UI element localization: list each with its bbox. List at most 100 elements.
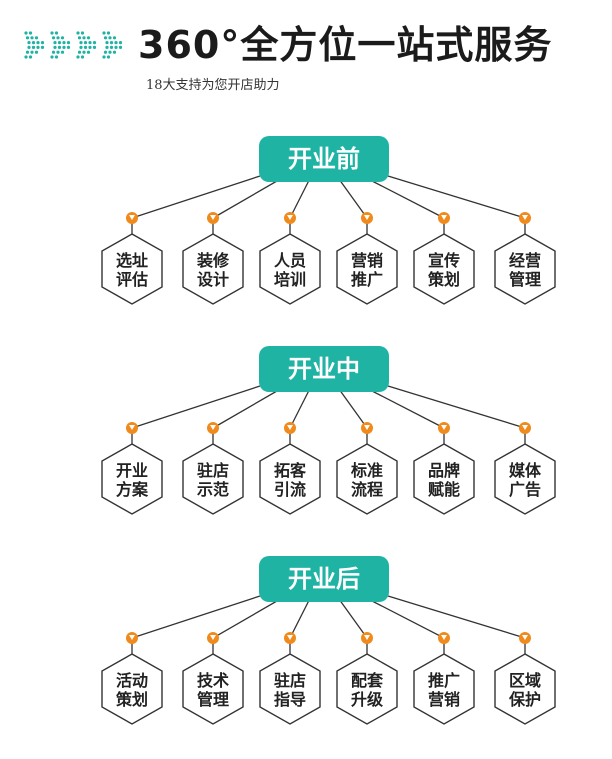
service-node: 选址评估: [100, 232, 164, 306]
header: 360°全方位一站式服务 18大支持为您开店助力: [0, 0, 612, 100]
node-dot-icon: [438, 212, 450, 224]
service-node: 技术管理: [181, 652, 245, 726]
node-dot-icon: [126, 422, 138, 434]
service-name: 驻店指导: [258, 671, 322, 709]
service-name: 品牌赋能: [412, 461, 476, 499]
connector-line: [336, 385, 368, 429]
connector-line: [131, 595, 261, 639]
connector-line: [131, 175, 261, 219]
service-name-line1: 活动: [115, 671, 148, 690]
service-name-line1: 驻店: [273, 671, 306, 690]
service-name: 选址评估: [100, 251, 164, 289]
service-name-line2: 策划: [115, 690, 148, 709]
node-dot-icon: [438, 632, 450, 644]
service-node: 营销推广: [335, 232, 399, 306]
hexagon-shape: [413, 233, 475, 305]
service-node: 驻店指导: [258, 652, 322, 726]
stage-label: 开业中: [259, 346, 389, 392]
service-node: 区域保护: [493, 652, 557, 726]
hexagon-shape: [182, 653, 244, 725]
service-node: 宣传策划: [412, 232, 476, 306]
hexagon-shape: [101, 233, 163, 305]
service-name-line1: 装修: [196, 251, 229, 270]
connector-line: [289, 175, 312, 219]
service-name: 营销推广: [335, 251, 399, 289]
node-dot-icon: [207, 632, 219, 644]
page-title: 360°全方位一站式服务: [138, 23, 553, 67]
node-dot-icon: [207, 212, 219, 224]
section-1: 开业前选址评估装修设计人员培训营销推广宣传策划经营管理: [0, 136, 612, 336]
hexagon-shape: [101, 653, 163, 725]
node-dot-icon: [361, 212, 373, 224]
service-name: 标准流程: [335, 461, 399, 499]
service-name: 区域保护: [493, 671, 557, 709]
service-name: 配套升级: [335, 671, 399, 709]
service-node: 推广营销: [412, 652, 476, 726]
service-name-line2: 评估: [115, 270, 148, 289]
hexagon-shape: [494, 653, 556, 725]
connector-line: [212, 595, 286, 639]
hexagon-shape: [413, 653, 475, 725]
connector-lines: [131, 595, 526, 654]
hexagon-shape: [336, 233, 398, 305]
service-node: 开业方案: [100, 442, 164, 516]
hexagon-shape: [182, 233, 244, 305]
service-name-line2: 策划: [427, 270, 460, 289]
service-name-line1: 推广: [427, 671, 460, 690]
service-name-line2: 营销: [427, 690, 460, 709]
service-node: 配套升级: [335, 652, 399, 726]
connector-line: [362, 385, 445, 429]
node-dot-icon: [361, 632, 373, 644]
service-name-line2: 示范: [196, 480, 229, 499]
service-node: 媒体广告: [493, 442, 557, 516]
service-name-line2: 保护: [508, 690, 541, 709]
service-name-line2: 引流: [273, 480, 306, 499]
node-dot-icon: [284, 422, 296, 434]
stage-label: 开业前: [259, 136, 389, 182]
section-3: 开业后活动策划技术管理驻店指导配套升级推广营销区域保护: [0, 556, 612, 756]
service-node: 装修设计: [181, 232, 245, 306]
connector-line: [131, 385, 261, 429]
connector-line: [336, 595, 368, 639]
service-name-line1: 媒体: [508, 461, 541, 480]
node-dot-icon: [519, 422, 531, 434]
service-name: 媒体广告: [493, 461, 557, 499]
connector-line: [387, 385, 526, 429]
service-name: 技术管理: [181, 671, 245, 709]
service-name: 拓客引流: [258, 461, 322, 499]
connector-lines: [131, 385, 526, 444]
connector-line: [212, 175, 286, 219]
stage-label: 开业后: [259, 556, 389, 602]
hexagon-shape: [336, 653, 398, 725]
node-dot-icon: [519, 632, 531, 644]
service-name-line1: 驻店: [196, 461, 229, 480]
service-name-line1: 品牌: [427, 461, 460, 480]
node-dot-icon: [361, 422, 373, 434]
service-node: 标准流程: [335, 442, 399, 516]
node-dot-icon: [284, 632, 296, 644]
service-name-line1: 人员: [273, 251, 306, 270]
service-node: 经营管理: [493, 232, 557, 306]
service-name: 推广营销: [412, 671, 476, 709]
connector-line: [336, 175, 368, 219]
service-name-line2: 管理: [196, 690, 229, 709]
service-name: 人员培训: [258, 251, 322, 289]
service-name-line1: 配套: [350, 671, 383, 690]
service-name-line1: 经营: [508, 251, 541, 270]
service-name-line2: 流程: [350, 480, 383, 499]
service-name-line2: 设计: [196, 270, 229, 289]
service-name-line1: 技术: [196, 671, 229, 690]
service-name: 驻店示范: [181, 461, 245, 499]
hexagon-shape: [336, 443, 398, 515]
node-dot-icon: [284, 212, 296, 224]
hexagon-shape: [259, 443, 321, 515]
service-name-line1: 拓客: [273, 461, 306, 480]
service-node: 品牌赋能: [412, 442, 476, 516]
service-name: 活动策划: [100, 671, 164, 709]
connector-line: [387, 595, 526, 639]
service-node: 活动策划: [100, 652, 164, 726]
service-name-line2: 方案: [115, 480, 148, 499]
connector-line: [387, 175, 526, 219]
node-dot-icon: [126, 212, 138, 224]
connector-line: [362, 595, 445, 639]
